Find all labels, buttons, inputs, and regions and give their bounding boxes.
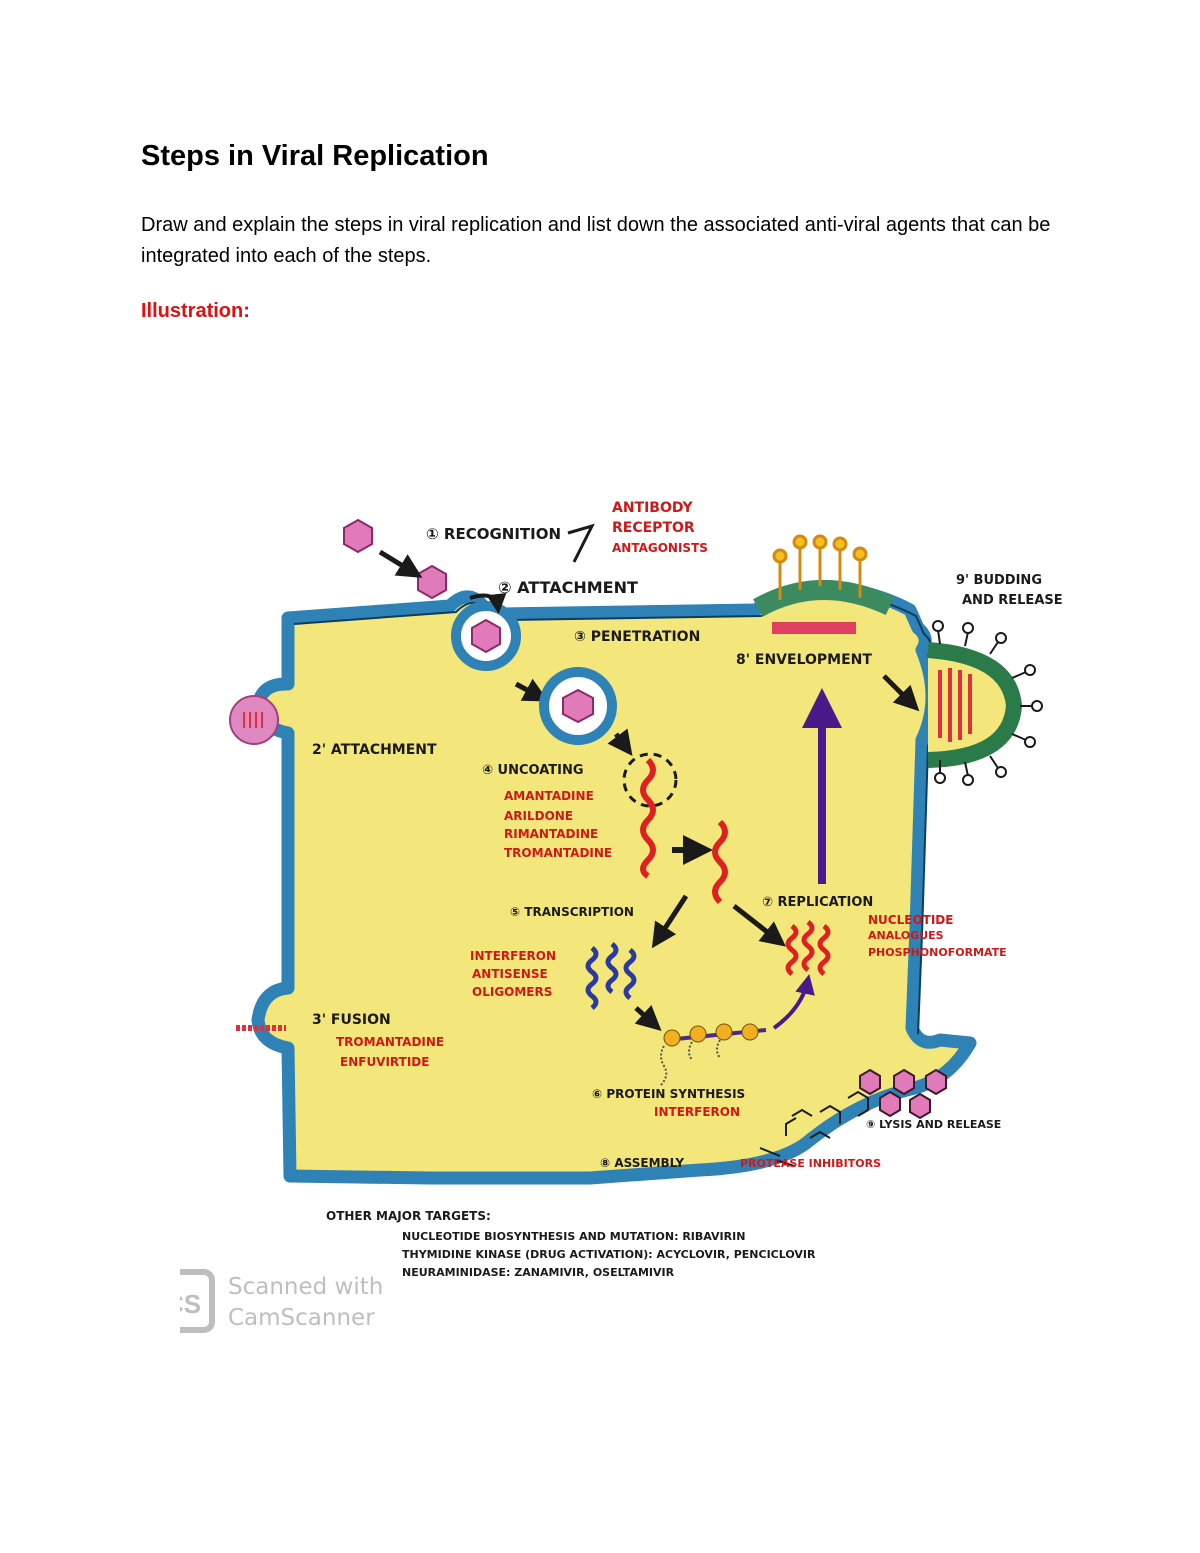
label-protein-synthesis: ⑥ PROTEIN SYNTHESIS: [592, 1087, 745, 1101]
label-transcription-agent-2: ANTISENSE: [472, 967, 548, 981]
assembled-virions: [859, 1068, 947, 1120]
watermark-line-2: CamScanner: [228, 1305, 375, 1331]
label-budding-1: 9' BUDDING: [956, 573, 1042, 588]
label-uncoating-agent-3: RIMANTADINE: [504, 827, 598, 841]
label-assembly-agent: PROTEASE INHIBITORS: [740, 1157, 881, 1170]
label-uncoating-agent-4: TROMANTADINE: [504, 846, 612, 860]
label-attachment: ② ATTACHMENT: [498, 578, 638, 597]
label-lysis: ⑨ LYSIS AND RELEASE: [866, 1118, 1001, 1131]
label-transcription: ⑤ TRANSCRIPTION: [510, 905, 634, 919]
mrna-strands: [585, 942, 637, 1010]
label-assembly: ⑧ ASSEMBLY: [600, 1156, 684, 1170]
budding-virion: [927, 620, 1043, 786]
label-penetration: ③ PENETRATION: [574, 629, 700, 645]
released-rna: [712, 819, 728, 905]
label-uncoating-agent-2: ARILDONE: [504, 809, 573, 823]
label-budding-2: AND RELEASE: [962, 593, 1063, 608]
attached-virion-left: [229, 695, 279, 745]
endocytic-vesicle: [451, 592, 521, 671]
viral-replication-diagram: ① RECOGNITION ANTIBODY RECEPTOR ANTAGONI…: [180, 500, 1063, 1333]
label-uncoating: ④ UNCOATING: [482, 763, 584, 778]
capsid-fragments: [759, 1090, 869, 1167]
instructions-paragraph: Draw and explain the steps in viral repl…: [141, 214, 1051, 267]
replicated-rna: [785, 920, 831, 976]
page-title: Steps in Viral Replication: [141, 140, 489, 172]
label-replication: ⑦ REPLICATION: [762, 895, 873, 910]
label-replication-agent-1: NUCLEOTIDE: [868, 913, 953, 927]
label-fusion-agent-2: ENFUVIRTIDE: [340, 1055, 429, 1069]
label-recognition: ① RECOGNITION: [426, 525, 561, 543]
virus-recognition: [343, 518, 447, 600]
other-target-3: NEURAMINIDASE: ZANAMIVIR, OSELTAMIVIR: [402, 1266, 675, 1279]
label-transcription-agent-1: INTERFERON: [470, 949, 556, 963]
camscanner-logo: CS: [180, 1289, 201, 1319]
label-envelopment: 8' ENVELOPMENT: [736, 652, 872, 668]
label-attachment-alt: 2' ATTACHMENT: [312, 742, 437, 758]
other-target-2: THYMIDINE KINASE (DRUG ACTIVATION): ACYC…: [402, 1248, 816, 1261]
camscanner-watermark: CS Scanned with CamScanner: [180, 1269, 383, 1333]
illustration-label: Illustration:: [141, 300, 250, 322]
penetrated-vesicle: [514, 667, 633, 756]
watermark-line-1: Scanned with: [228, 1274, 383, 1300]
label-fusion-agent-1: TROMANTADINE: [336, 1035, 444, 1049]
label-protein-synthesis-agent: INTERFERON: [654, 1105, 740, 1119]
label-uncoating-agent-1: AMANTADINE: [504, 789, 594, 803]
label-transcription-agent-3: OLIGOMERS: [472, 985, 552, 999]
label-recognition-agent-3: ANTAGONISTS: [612, 541, 708, 555]
label-fusion: 3' FUSION: [312, 1012, 391, 1028]
label-replication-agent-2: ANALOGUES: [868, 929, 944, 942]
label-other-targets: OTHER MAJOR TARGETS:: [326, 1209, 491, 1223]
label-replication-agent-3: PHOSPHONOFORMATE: [868, 946, 1007, 959]
label-recognition-agent-1: ANTIBODY: [612, 500, 693, 516]
uncoating-rna: [622, 752, 678, 879]
other-target-1: NUCLEOTIDE BIOSYNTHESIS AND MUTATION: RI…: [402, 1230, 745, 1243]
polysome: [659, 1023, 767, 1087]
label-recognition-agent-2: RECEPTOR: [612, 520, 695, 536]
scanned-diagram: ① RECOGNITION ANTIBODY RECEPTOR ANTAGONI…: [180, 388, 1102, 1344]
